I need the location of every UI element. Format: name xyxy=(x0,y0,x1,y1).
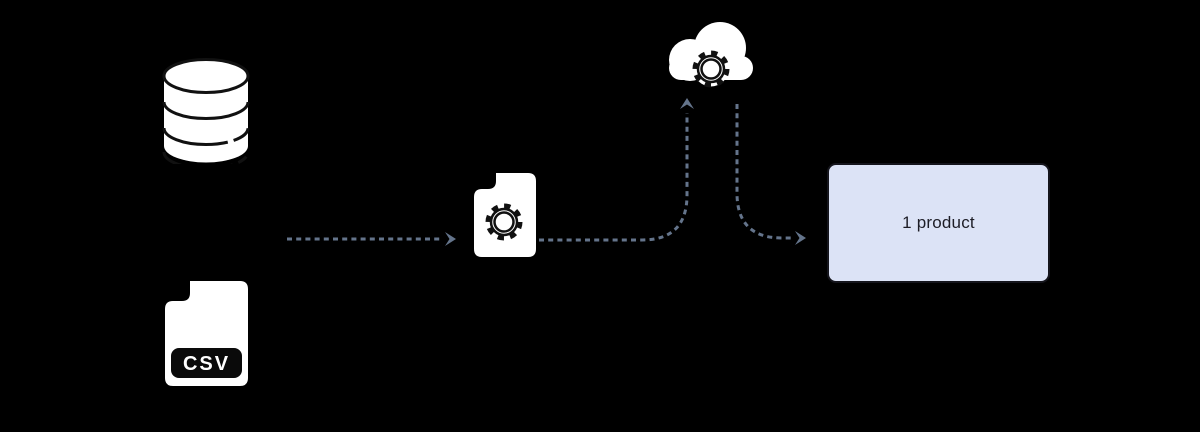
csv-badge-label: CSV xyxy=(183,353,230,375)
arrow-processor-to-cloud xyxy=(539,113,689,242)
arrowhead-right-icon xyxy=(795,231,806,245)
csv-badge xyxy=(171,348,242,378)
csv-file-icon: CSV xyxy=(165,281,248,386)
cloud-gear-icon xyxy=(663,14,759,94)
database-icon xyxy=(162,58,250,164)
result-label: 1 product xyxy=(902,213,975,232)
gear-glyph xyxy=(485,203,523,241)
file-gear-icon xyxy=(474,173,536,257)
result-node: 1 product xyxy=(827,163,1050,283)
arrowhead-up-icon xyxy=(680,98,694,109)
arrowhead-right-icon xyxy=(445,232,456,246)
gear-glyph xyxy=(692,50,730,88)
arrow-lines xyxy=(287,104,791,242)
arrow-cloud-to-result xyxy=(735,104,791,240)
arrow-heads xyxy=(445,98,806,246)
